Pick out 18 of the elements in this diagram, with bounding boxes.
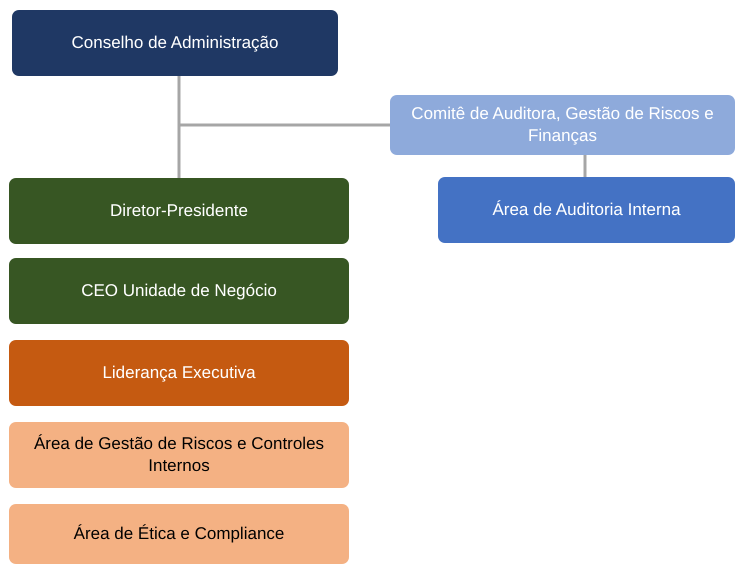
box-label: Área de Auditoria Interna <box>492 198 681 221</box>
box-label: CEO Unidade de Negócio <box>81 280 277 302</box>
org-box <box>9 178 349 244</box>
box-label: Comitê de Auditora, Gestão de Riscos e Finanças <box>410 102 715 147</box>
connector-line <box>584 155 586 177</box>
box-label: Área de Gestão de Riscos e Controles Internos <box>32 432 326 477</box>
box-label: Liderança Executiva <box>102 362 256 384</box>
org-box <box>438 177 735 243</box>
connector-line <box>178 76 390 126</box>
box-label: Área de Ética e Compliance <box>74 522 284 545</box>
org-box <box>9 340 349 406</box>
box-label: Diretor-Presidente <box>110 200 248 222</box>
org-box <box>390 95 735 155</box>
org-box <box>12 10 338 76</box>
org-box <box>9 422 349 488</box>
org-box <box>9 258 349 324</box>
org-box <box>9 504 349 564</box>
box-label: Conselho de Administração <box>72 32 278 54</box>
